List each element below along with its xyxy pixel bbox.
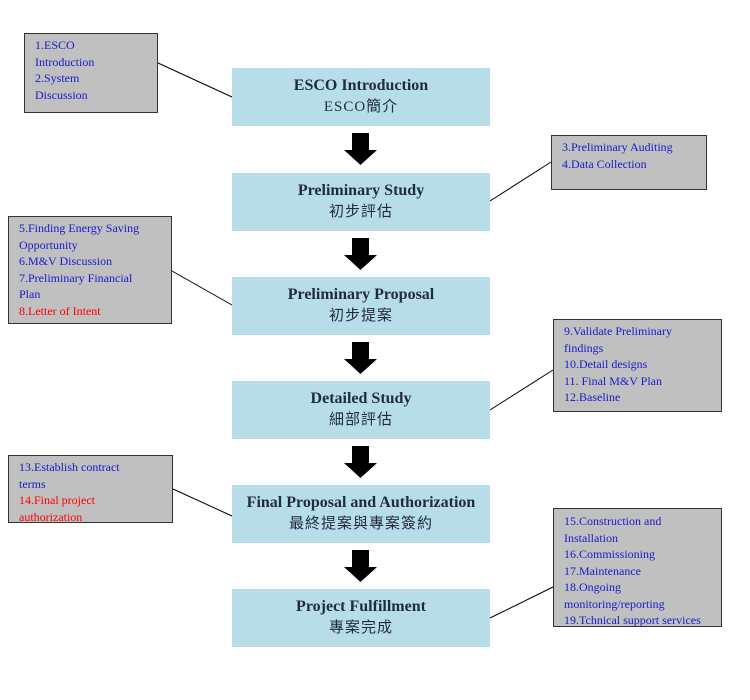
stage-title: ESCO Introduction (293, 77, 429, 94)
connector-line (489, 161, 552, 202)
note-line: 1.ESCO (35, 38, 75, 52)
note-line: 6.M&V Discussion (19, 254, 113, 268)
stage-preliminary-study: Preliminary Study 初步評估 (232, 173, 490, 231)
note-line: 4.Data Collection (562, 156, 647, 171)
stage-title-zh: 初步提案 (328, 308, 393, 324)
note-line: Opportunity (19, 237, 78, 252)
note-line: 3.Preliminary Auditing (562, 140, 673, 154)
note-line-highlight: 8.Letter of Intent (19, 303, 101, 318)
note-detailed-study: 9.Validate Preliminary findings 10.Detai… (553, 319, 722, 412)
stage-title: Final Proposal and Authorization (246, 494, 476, 511)
stage-title: Preliminary Study (297, 182, 425, 199)
stage-project-fulfillment: Project Fulfillment 專案完成 (232, 589, 490, 647)
note-line: 19.Tchnical support services (564, 613, 701, 627)
connector-line (157, 62, 233, 98)
note-line: findings (564, 340, 604, 355)
down-arrow-icon (344, 446, 377, 478)
note-line: 2.System (35, 71, 80, 85)
note-line-highlight: 14.Final project (19, 493, 95, 507)
note-line-highlight: authorization (19, 509, 83, 524)
stage-title-zh: 細部評估 (328, 412, 393, 428)
note-line: 9.Validate Preliminary (564, 324, 672, 338)
connector-line (489, 586, 554, 619)
note-line: terms (19, 476, 46, 491)
note-line: 15.Construction and (564, 514, 662, 528)
note-line: 12.Baseline (564, 390, 621, 404)
stage-title-zh: ESCO簡介 (323, 99, 399, 115)
stage-detailed-study: Detailed Study 細部評估 (232, 381, 490, 439)
note-line: Discussion (35, 87, 88, 102)
stage-title-zh: 專案完成 (328, 620, 393, 636)
note-line: 7.Preliminary Financial (19, 270, 133, 285)
stage-title-zh: 最終提案與專案簽約 (288, 516, 433, 532)
note-preliminary-proposal: 5.Finding Energy Saving Opportunity 6.M&… (8, 216, 172, 324)
stage-title: Project Fulfillment (296, 598, 426, 615)
note-final-proposal: 13.Establish contract terms 14.Final pro… (8, 455, 173, 524)
note-line: 10.Detail designs (564, 357, 648, 371)
note-line: 16.Commissioning (564, 547, 656, 561)
note-line: Installation (564, 530, 618, 545)
note-line: 13.Establish contract (19, 460, 120, 474)
down-arrow-icon (344, 342, 377, 374)
note-line: 18.Ongoing (564, 580, 621, 594)
note-line: Introduction (35, 54, 95, 69)
stage-preliminary-proposal: Preliminary Proposal 初步提案 (232, 277, 490, 335)
down-arrow-icon (344, 550, 377, 582)
stage-title-zh: 初步評估 (328, 204, 393, 220)
stage-esco-introduction: ESCO Introduction ESCO簡介 (232, 68, 490, 126)
stage-title: Preliminary Proposal (287, 286, 435, 303)
connector-line (171, 270, 233, 306)
connector-line (172, 488, 233, 517)
note-line: Plan (19, 287, 41, 301)
down-arrow-icon (344, 133, 377, 165)
stage-title: Detailed Study (310, 390, 412, 407)
note-project-fulfillment: 15.Construction and Installation 16.Comm… (553, 508, 722, 627)
note-esco-introduction: 1.ESCO Introduction 2.System Discussion (24, 33, 158, 113)
note-line: monitoring/reporting (564, 596, 665, 611)
note-line: 17.Maintenance (564, 563, 641, 578)
note-line: 5.Finding Energy Saving (19, 221, 140, 235)
note-line: 11. Final M&V Plan (564, 373, 663, 388)
down-arrow-icon (344, 238, 377, 270)
note-preliminary-study: 3.Preliminary Auditing 4.Data Collection (551, 135, 707, 190)
stage-final-proposal: Final Proposal and Authorization 最終提案與專案… (232, 485, 490, 543)
connector-line (489, 369, 554, 411)
